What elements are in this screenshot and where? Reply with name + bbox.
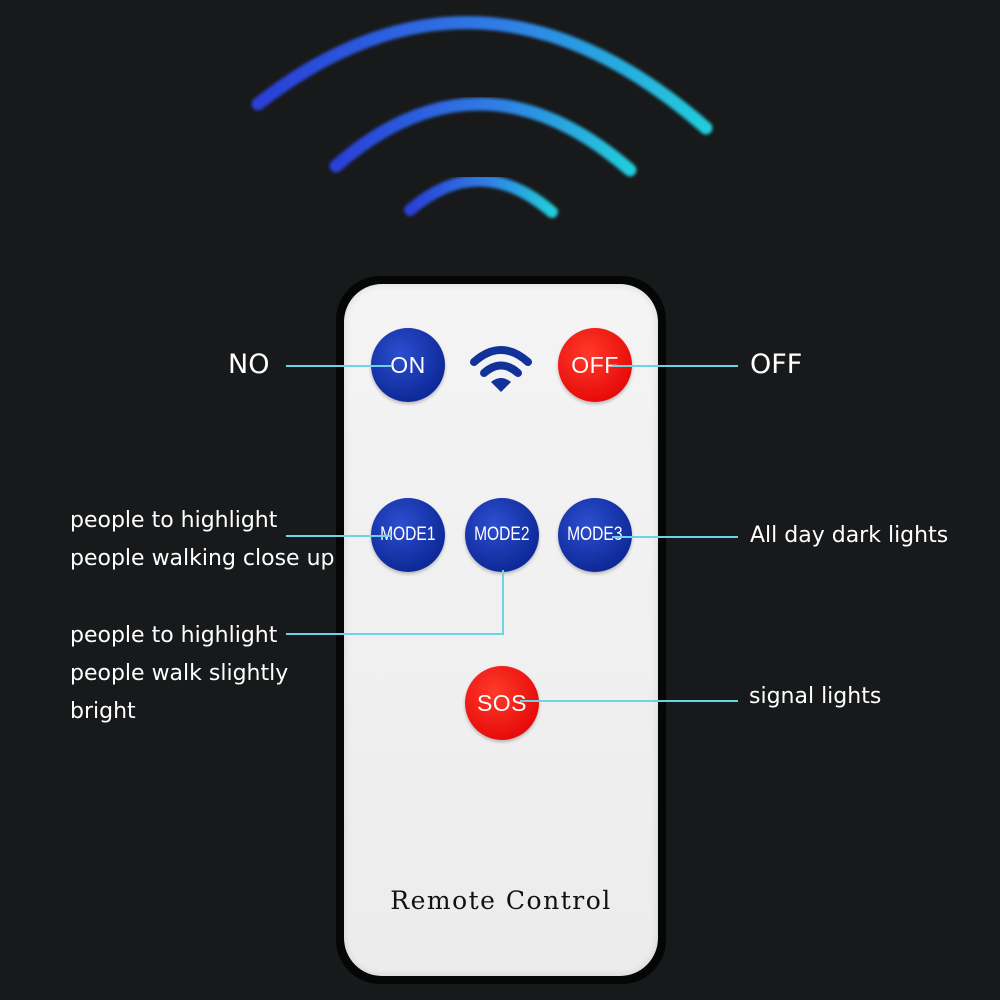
remote-brand-text: Remote Control [390, 886, 612, 915]
mode1-button[interactable]: MODE1 [371, 498, 445, 572]
mode1-button-label: MODE1 [380, 524, 436, 545]
sos-button-label: SOS [476, 689, 528, 716]
callout-mode2-line3: bright [70, 699, 136, 724]
callout-mode2-line1: people to highlight [70, 623, 278, 648]
callout-sos: signal lights [749, 684, 882, 709]
off-button-label: OFF [571, 351, 619, 378]
callout-mode3: All day dark lights [750, 523, 949, 548]
callout-mode1-line1: people to highlight [70, 508, 278, 533]
mode3-button[interactable]: MODE3 [558, 498, 632, 572]
off-button[interactable]: OFF [558, 328, 632, 402]
mode2-button-label: MODE2 [474, 524, 530, 545]
on-button[interactable]: ON [371, 328, 445, 402]
callout-on: NO [228, 349, 270, 380]
mode2-button[interactable]: MODE2 [465, 498, 539, 572]
signal-arc-outer [251, 16, 713, 135]
signal-waves-icon [251, 16, 713, 218]
callout-off: OFF [750, 349, 803, 380]
signal-arc-inner [404, 174, 558, 218]
on-button-label: ON [390, 351, 426, 378]
callout-mode2-line2: people walk slightly [70, 661, 289, 686]
wifi-icon [470, 346, 532, 392]
sos-button[interactable]: SOS [465, 666, 539, 740]
callout-mode1-line2: people walking close up [70, 546, 335, 571]
signal-arc-middle [329, 97, 637, 177]
mode3-button-label: MODE3 [567, 524, 623, 545]
